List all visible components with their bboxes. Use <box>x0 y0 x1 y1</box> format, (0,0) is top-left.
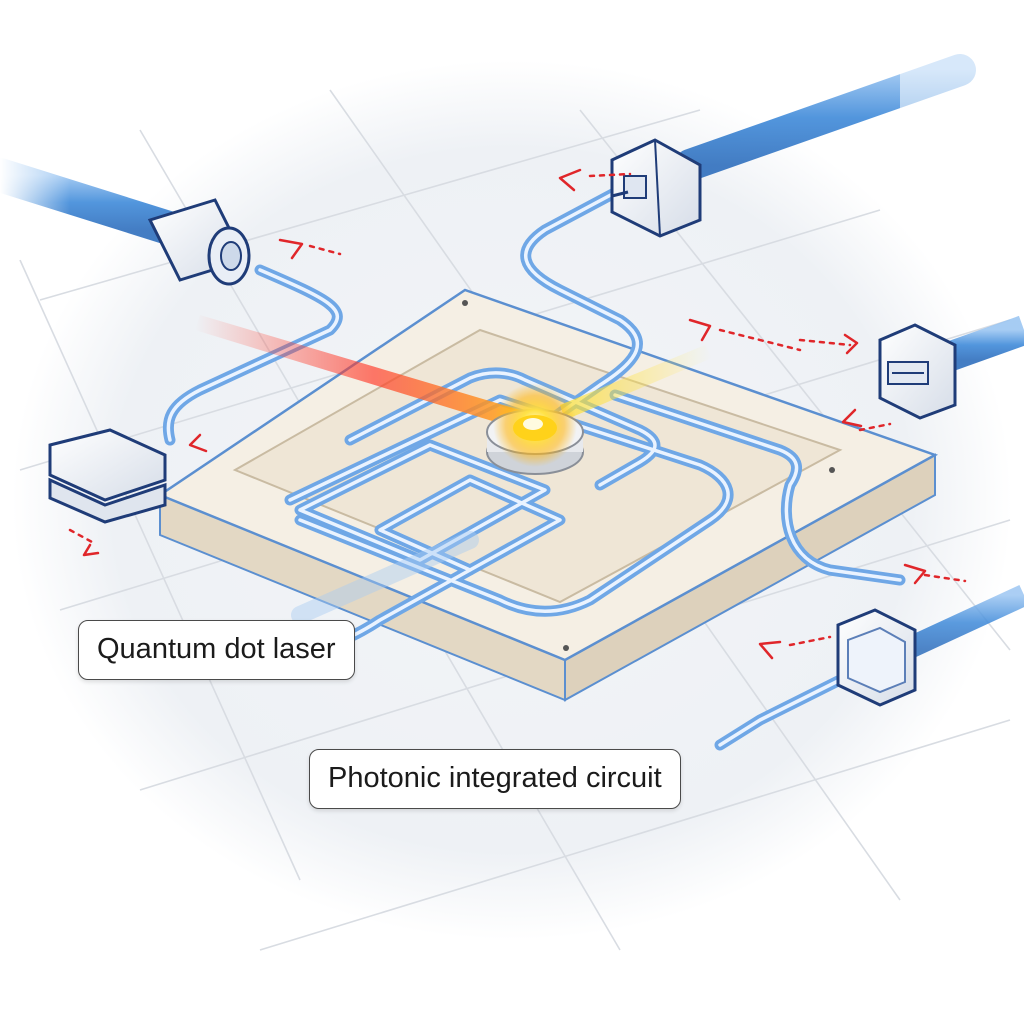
connector-bottom-right <box>836 608 917 707</box>
label-photonic-integrated-circuit: Photonic integrated circuit <box>309 749 681 809</box>
red-arrow-icon <box>68 168 967 660</box>
label-quantum-dot-laser: Quantum dot laser <box>78 620 355 680</box>
red-laser-beam <box>195 315 520 428</box>
fiber-cable-bottom-right <box>900 585 1024 660</box>
connector-right <box>878 323 957 420</box>
chip-mount-dots <box>462 300 835 651</box>
connector-left-block <box>48 428 167 524</box>
connector-top-right <box>610 138 702 238</box>
yellow-laser-beam <box>560 345 712 420</box>
fiber-cables <box>0 40 1024 660</box>
fiber-connector-icon <box>48 138 957 707</box>
quantum-dot-laser <box>486 383 584 475</box>
light-trail <box>291 531 479 624</box>
connector-top-left <box>147 198 251 286</box>
